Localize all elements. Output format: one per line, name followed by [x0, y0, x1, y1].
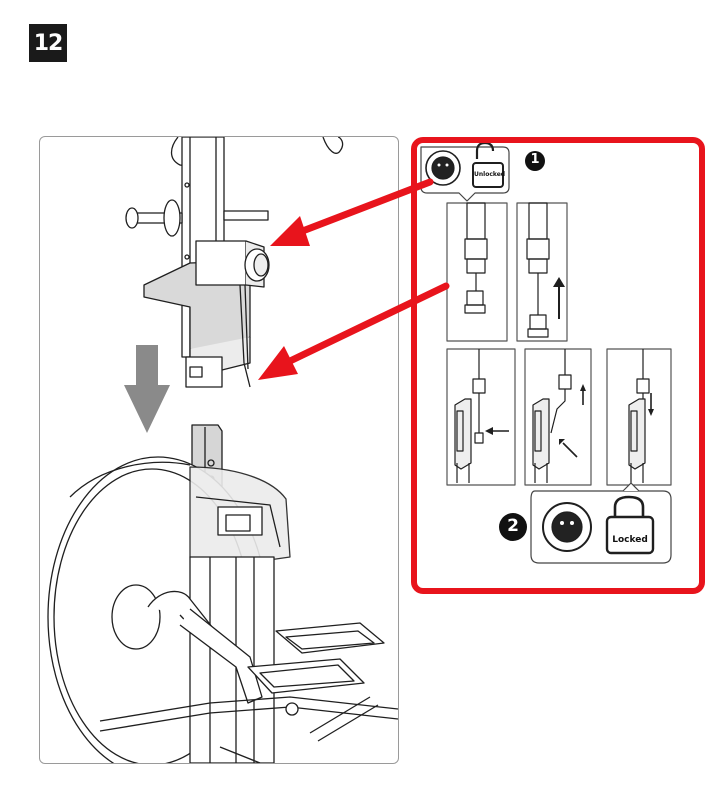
unlocked-label: Unlocked [474, 171, 506, 178]
knob-icon [425, 150, 461, 186]
padlock-locked-icon [605, 495, 655, 555]
arrow-up-icon [580, 384, 586, 405]
locking-detail-illustration [420, 143, 672, 564]
locking-detail-inset: 1 2 Unlocked Locked [411, 137, 705, 594]
arrow-down-icon [648, 393, 654, 416]
step-marker-2-label: 2 [507, 516, 519, 536]
arrow-down-icon [124, 345, 170, 433]
arrow-left-icon [559, 439, 578, 458]
locked-label: Locked [612, 535, 648, 545]
step-marker-1 [525, 151, 545, 171]
arrow-left-icon [485, 427, 509, 435]
step-marker-1-label: 1 [530, 152, 540, 167]
knob-icon [542, 502, 592, 552]
arrow-up-icon [553, 277, 565, 319]
step-marker-2 [499, 513, 527, 541]
elliptical-assembly-illustration [47, 137, 398, 763]
step-number: 12 [29, 24, 67, 62]
padlock-unlocked-icon [472, 143, 504, 188]
main-illustration-panel [39, 136, 399, 764]
